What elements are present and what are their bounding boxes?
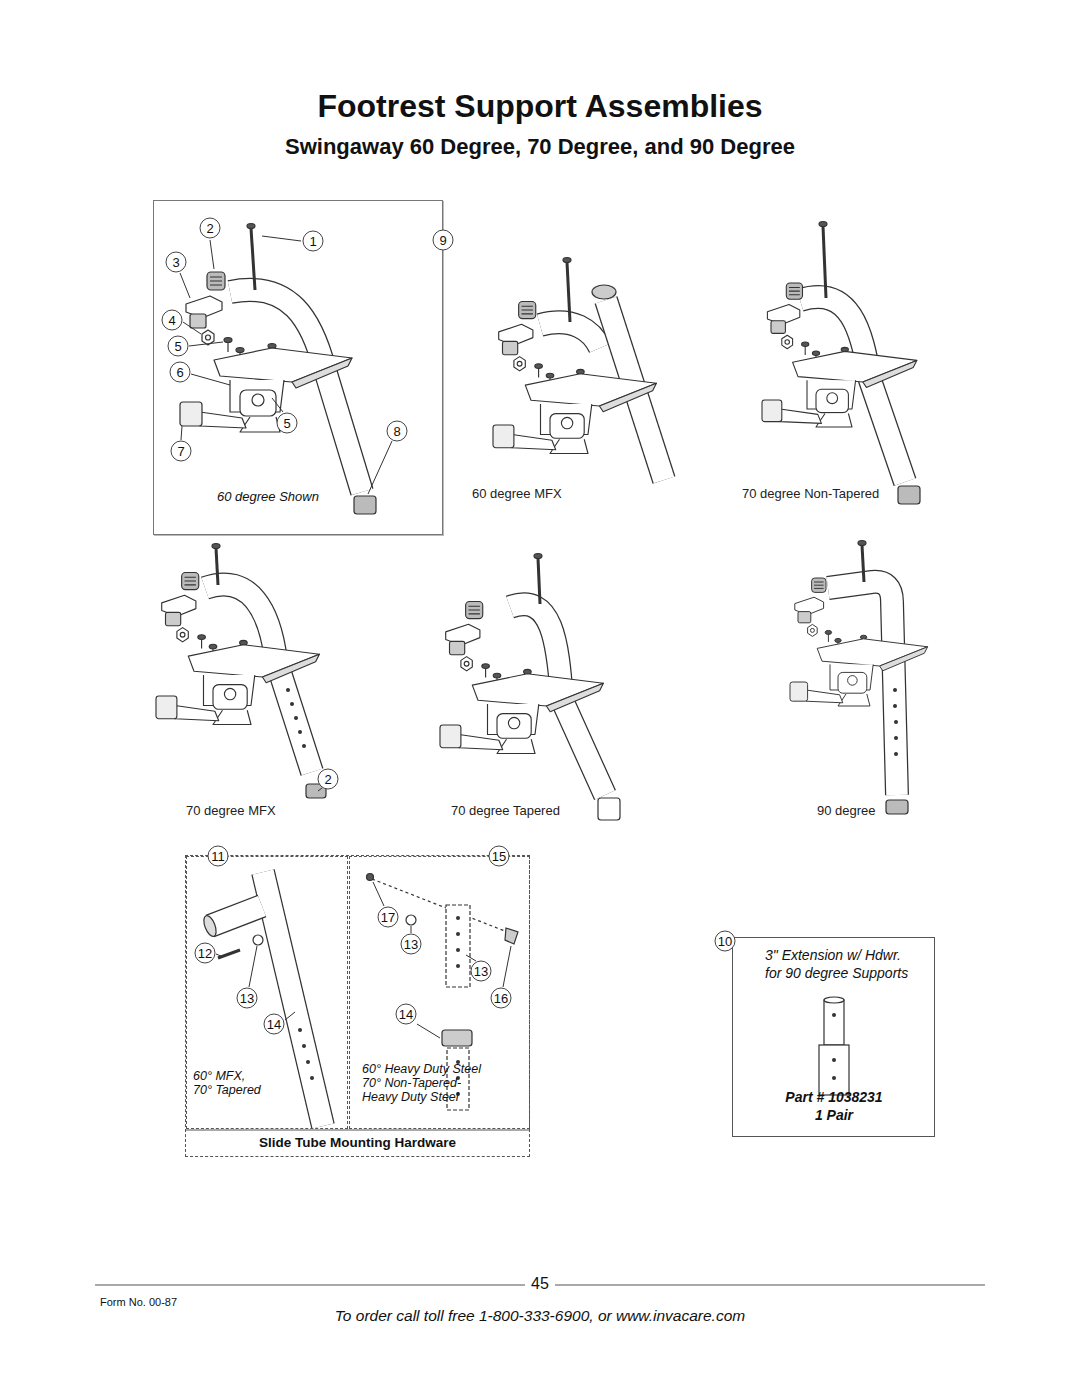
callout-number: 9 xyxy=(433,230,454,251)
node-text: Part # 1038231 1 Pair xyxy=(784,1088,884,1124)
assembly-panel: 60 degree Shown xyxy=(153,200,443,535)
footer-note: To order call toll free 1-800-333-6900, … xyxy=(0,1307,1080,1325)
page-title: Footrest Support Assemblies xyxy=(0,88,1080,125)
hardware-group: 60° MFX, 70° Tapered xyxy=(186,856,348,1129)
rules xyxy=(95,1130,985,1285)
callout-number: 11 xyxy=(208,846,229,867)
callout-number: 4 xyxy=(162,310,183,331)
part-box: 3" Extension w/ Hdwr. for 90 degree Supp… xyxy=(732,937,935,1137)
tube-holes xyxy=(456,916,836,1096)
callout-number: 12 xyxy=(195,943,216,964)
node-text: 60° Heavy Duty Steel 70° Non-Tapered- He… xyxy=(362,1062,487,1104)
bolts-and-caps xyxy=(212,222,920,821)
page-number: 45 xyxy=(0,1275,1080,1293)
variant-caption: 70 degree Non-Tapered xyxy=(742,486,879,501)
callout-number: 16 xyxy=(491,988,512,1009)
adjust-holes xyxy=(286,688,898,1080)
leader-lines xyxy=(180,236,511,1038)
variant-caption: 70 degree MFX xyxy=(186,803,276,818)
callout-number: 5 xyxy=(277,413,298,434)
callout-number: 8 xyxy=(387,421,408,442)
callout-number: 6 xyxy=(170,362,191,383)
variant-caption: 90 degree xyxy=(817,803,876,818)
callout-number: 15 xyxy=(489,846,510,867)
subtitle: Swingaway 60 Degree, 70 Degree, and 90 D… xyxy=(0,134,1080,160)
hardware xyxy=(156,272,928,754)
node-text: Slide Tube Mounting Hardware xyxy=(186,1135,529,1150)
slide-tube-hardware xyxy=(201,874,849,1111)
callout-number: 1 xyxy=(303,231,324,252)
callout-number: 7 xyxy=(171,441,192,462)
variant-caption: 60 degree MFX xyxy=(472,486,562,501)
callout-number: 13 xyxy=(237,988,258,1009)
node-text: 60° MFX, 70° Tapered xyxy=(193,1069,263,1097)
callout-number: 2 xyxy=(200,218,221,239)
callout-number: 3 xyxy=(166,252,187,273)
callout-number: 2 xyxy=(318,769,339,790)
callout-number: 10 xyxy=(715,931,736,952)
hardware-panel: Slide Tube Mounting Hardware 60° MFX, 70°… xyxy=(185,855,530,1157)
callout-number: 13 xyxy=(401,934,422,955)
node-text: 3" Extension w/ Hdwr. for 90 degree Supp… xyxy=(765,946,915,982)
callout-number: 14 xyxy=(396,1004,417,1025)
node-text: 60 degree Shown xyxy=(217,489,319,504)
callout-number: 13 xyxy=(471,961,492,982)
callout-number: 5 xyxy=(168,336,189,357)
callout-number: 17 xyxy=(378,907,399,928)
form-number: Form No. 00-87 xyxy=(100,1296,177,1308)
variant-caption: 70 degree Tapered xyxy=(451,803,560,818)
callout-number: 14 xyxy=(264,1014,285,1035)
